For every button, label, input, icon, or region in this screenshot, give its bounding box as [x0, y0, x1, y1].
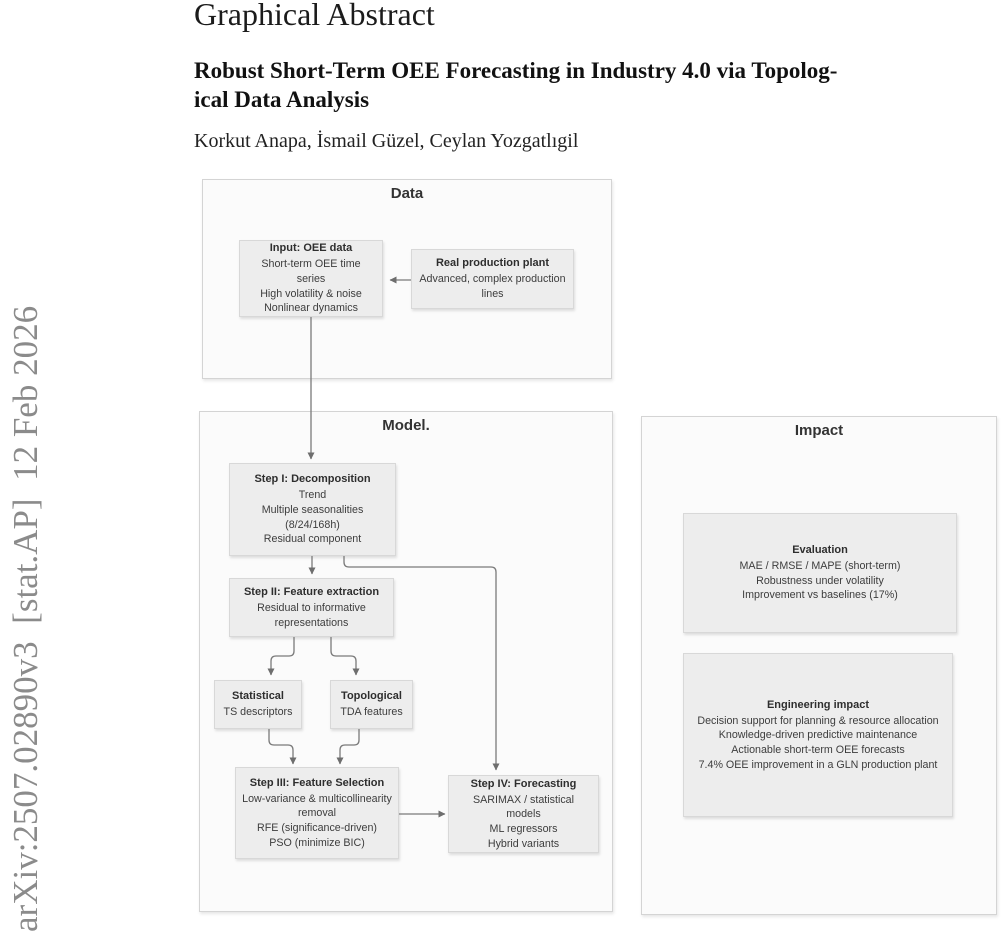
box-line: SARIMAX / statistical models: [473, 793, 574, 821]
box-line: Robustness under volatility: [756, 574, 884, 587]
paper-title: Robust Short-Term OEE Forecasting in Ind…: [194, 56, 837, 114]
box-line: RFE (significance-driven): [257, 822, 377, 834]
box-title: Statistical: [232, 690, 284, 703]
box-line: Improvement vs baselines (17%): [742, 589, 898, 602]
paper-title-line2: ical Data Analysis: [194, 87, 370, 112]
box-line: removal: [297, 807, 336, 820]
box-line: TDA features: [340, 706, 403, 719]
data-panel-title: Data: [390, 185, 424, 202]
box-line: Advanced, complex production: [419, 273, 566, 286]
box-line: Short-term OEE time series: [261, 258, 361, 285]
input-oee-data-box: Input: OEE data Short-term OEE time seri…: [239, 240, 383, 317]
model-panel-title: Model.: [382, 417, 430, 434]
engineering-impact-box: Engineering impact Decision support for …: [683, 653, 953, 817]
box-line: Decision support for planning & resource…: [697, 714, 939, 727]
paper-title-line1: Robust Short-Term OEE Forecasting in Ind…: [194, 58, 838, 83]
real-production-plant-box: Real production plant Advanced, complex …: [411, 249, 574, 309]
box-line: Multiple seasonalities: [261, 503, 364, 516]
box-title: Topological: [341, 690, 402, 703]
box-title: Step IV: Forecasting: [470, 777, 577, 790]
box-line: ML regressors: [489, 823, 558, 835]
box-title: Step III: Feature Selection: [249, 776, 385, 789]
box-line: representations: [274, 616, 349, 629]
box-line: Low-variance & multicollinearity: [242, 792, 392, 805]
impact-panel-title: Impact: [794, 422, 844, 439]
topological-box: Topological TDA features: [330, 680, 413, 729]
box-line: (8/24/168h): [285, 518, 340, 531]
arxiv-watermark: arXiv:2507.02890v3 [stat.AP] 12 Feb 2026: [6, 305, 45, 932]
box-line: Actionable short-term OEE forecasts: [731, 744, 905, 756]
box-line: Residual component: [263, 533, 362, 546]
box-line: Nonlinear dynamics: [264, 302, 358, 315]
box-line: Knowledge-driven predictive maintenance: [718, 729, 918, 742]
box-line: 7.4% OEE improvement in a GLN production…: [698, 758, 938, 771]
box-line: MAE / RMSE / MAPE (short-term): [739, 560, 901, 573]
box-line: lines: [481, 288, 504, 300]
box-title: Step II: Feature extraction: [243, 585, 380, 598]
box-line: TS descriptors: [223, 706, 293, 719]
evaluation-box: Evaluation MAE / RMSE / MAPE (short-term…: [683, 513, 957, 633]
box-title: Evaluation: [792, 544, 848, 557]
step3-feature-selection-box: Step III: Feature Selection Low-variance…: [235, 767, 399, 859]
step2-feature-extraction-box: Step II: Feature extraction Residual to …: [229, 578, 394, 637]
box-line: High volatility & noise: [260, 287, 362, 300]
box-line: Residual to informative: [257, 601, 366, 614]
step4-forecasting-box: Step IV: Forecasting SARIMAX / statistic…: [448, 775, 599, 853]
box-title: Step I: Decomposition: [254, 473, 371, 486]
step1-decomposition-box: Step I: Decomposition Trend Multiple sea…: [229, 463, 396, 556]
box-title: Real production plant: [435, 257, 550, 270]
box-title: Engineering impact: [766, 698, 870, 711]
page-title: Graphical Abstract: [194, 0, 435, 32]
authors: Korkut Anapa, İsmail Güzel, Ceylan Yozga…: [194, 130, 579, 152]
box-line: Trend: [298, 489, 327, 502]
statistical-box: Statistical TS descriptors: [214, 680, 302, 729]
box-line: Hybrid variants: [487, 837, 560, 850]
box-line: PSO (minimize BIC): [269, 836, 365, 849]
box-title: Input: OEE data: [269, 242, 353, 255]
